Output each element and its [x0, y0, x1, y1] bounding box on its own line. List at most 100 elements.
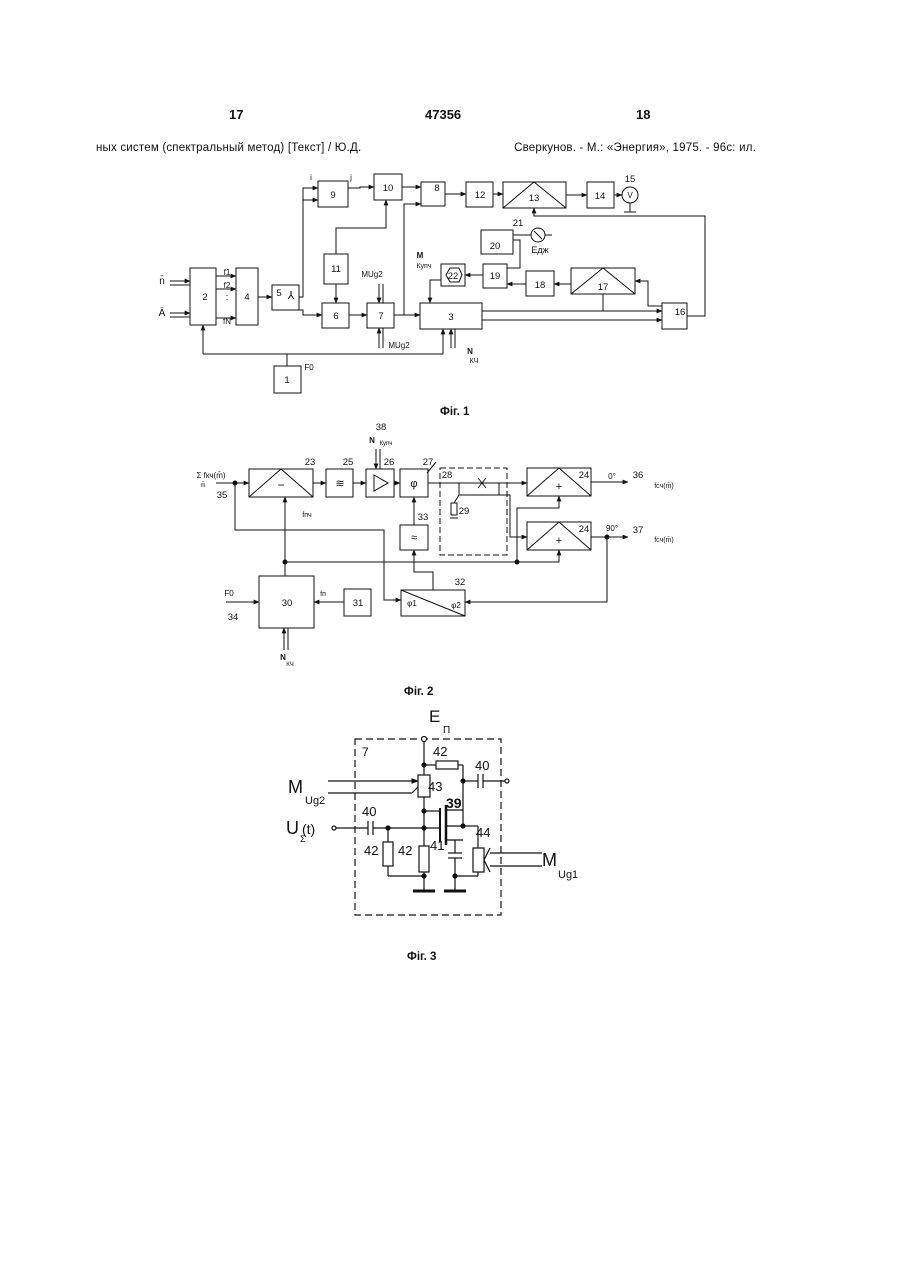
- label-n-top: N: [369, 436, 375, 445]
- label-44: 44: [476, 825, 490, 840]
- label-block-1: 1: [284, 375, 289, 386]
- label-28: 28: [442, 470, 453, 481]
- label-fpch: fпч: [302, 512, 312, 519]
- label-f2: f2: [224, 281, 231, 290]
- figure-1: [170, 174, 705, 393]
- label-30: 30: [282, 598, 293, 609]
- voltmeter-symbol: V: [627, 191, 633, 200]
- figure-2-caption: Фіг. 2: [404, 686, 433, 698]
- label-sum-sub: m̄: [201, 482, 206, 489]
- label-j: j: [349, 173, 352, 182]
- label-phi: φ: [410, 478, 417, 490]
- label-block-14: 14: [595, 191, 606, 202]
- label-35: 35: [217, 490, 228, 501]
- label-mug2-bottom: MUg2: [388, 341, 410, 350]
- label-block-19: 19: [490, 271, 501, 282]
- label-mug2-sub: Ug2: [305, 795, 325, 807]
- label-41: 41: [430, 838, 444, 853]
- label-m-kupch-sub: Купч: [416, 263, 431, 270]
- label-33: 33: [418, 512, 429, 523]
- label-ut: U: [286, 818, 299, 838]
- label-37: 37: [633, 525, 644, 536]
- label-block-7: 7: [378, 311, 383, 322]
- label-block-2: 2: [202, 292, 207, 303]
- label-block-9: 9: [330, 190, 335, 201]
- label-block-20: 20: [490, 241, 501, 252]
- label-n-kch-sub: КЧ: [470, 358, 479, 365]
- svg-text:⅄: ⅄: [287, 290, 295, 302]
- potentiometer-44: [473, 848, 484, 872]
- label-block-5: 5: [276, 288, 281, 299]
- label-31: 31: [353, 598, 364, 609]
- label-21: 21: [513, 218, 524, 229]
- label-26: 26: [384, 457, 395, 468]
- label-block-12: 12: [475, 190, 486, 201]
- block-8: [421, 182, 445, 206]
- label-block-16: 16: [675, 307, 686, 318]
- label-40-right: 40: [475, 758, 489, 773]
- label-edzh: Eдж: [531, 245, 548, 255]
- label-phi2: φ2: [451, 601, 461, 610]
- label-mug1-sub: Ug1: [558, 869, 578, 881]
- label-24b: 24: [579, 524, 590, 535]
- resistor-29: [451, 503, 457, 515]
- label-block-11: 11: [331, 264, 341, 275]
- label-42-center: 42: [398, 843, 412, 858]
- label-f0: F0: [224, 589, 234, 598]
- label-42-left: 42: [364, 843, 378, 858]
- label-out37: fсч(m̄): [654, 536, 674, 544]
- label-block-8: 8: [434, 183, 439, 194]
- block-26: [366, 469, 394, 497]
- label-42-top: 42: [433, 744, 447, 759]
- label-out36: fсч(m̄): [654, 482, 674, 490]
- label-n-kch: N: [467, 347, 473, 356]
- label-deg0: 0°: [608, 472, 616, 481]
- label-plus-b: +: [556, 535, 562, 547]
- figure-2-labels: 23 − 25 ≋ 26 27 φ 28 29 24 24 + + 0° 90°…: [196, 422, 673, 668]
- resistor-42-left: [383, 842, 393, 866]
- label-block-10: 10: [383, 183, 394, 194]
- label-39: 39: [446, 795, 462, 811]
- label-29: 29: [459, 506, 470, 517]
- label-mug1: M: [542, 850, 557, 870]
- label-fp: fп: [320, 591, 326, 598]
- label-phi1: φ1: [407, 599, 417, 608]
- label-i: i: [310, 173, 312, 182]
- label-block-22: 22: [448, 271, 459, 282]
- label-input-n: n̄: [159, 274, 165, 287]
- figure-3-labels: E П 7 42 40 M Ug2 43 39 40 U (t) Σ 44 42…: [286, 707, 578, 881]
- label-n-kch-sub: КЧ: [286, 662, 294, 668]
- label-38: 38: [376, 422, 387, 433]
- label-block-3: 3: [448, 312, 453, 323]
- label-F0: F0: [304, 363, 314, 372]
- label-block-17: 17: [598, 282, 609, 293]
- label-24a: 24: [579, 470, 590, 481]
- figure-3: [328, 737, 542, 916]
- block-28: [440, 468, 507, 555]
- label-36: 36: [633, 470, 644, 481]
- figure-1-caption: Фіг. 1: [440, 406, 469, 418]
- label-input-a: Ā: [159, 307, 166, 319]
- svg-text:≋: ≋: [335, 478, 344, 490]
- label-43: 43: [428, 779, 442, 794]
- label-en: E: [429, 707, 440, 726]
- label-f1: f1: [224, 268, 231, 277]
- label-en-sub: П: [443, 725, 450, 736]
- svg-text::: :: [226, 292, 229, 302]
- label-25: 25: [343, 457, 354, 468]
- label-plus-a: +: [556, 481, 562, 493]
- resistor-42-top: [436, 761, 458, 769]
- label-mug2: M: [288, 777, 303, 797]
- label-block-6: 6: [333, 311, 338, 322]
- label-n-kch: N: [280, 653, 286, 662]
- label-minus: −: [277, 478, 284, 492]
- label-n-top-sub: Купч: [380, 441, 393, 447]
- resistor-42-center: [419, 846, 429, 872]
- label-approx: ≈: [411, 532, 417, 544]
- label-block-4: 4: [244, 292, 249, 303]
- label-27: 27: [423, 457, 434, 468]
- label-40-left: 40: [362, 804, 376, 819]
- label-23: 23: [305, 457, 316, 468]
- label-sum-in: Σ fкч(m̄): [196, 471, 225, 480]
